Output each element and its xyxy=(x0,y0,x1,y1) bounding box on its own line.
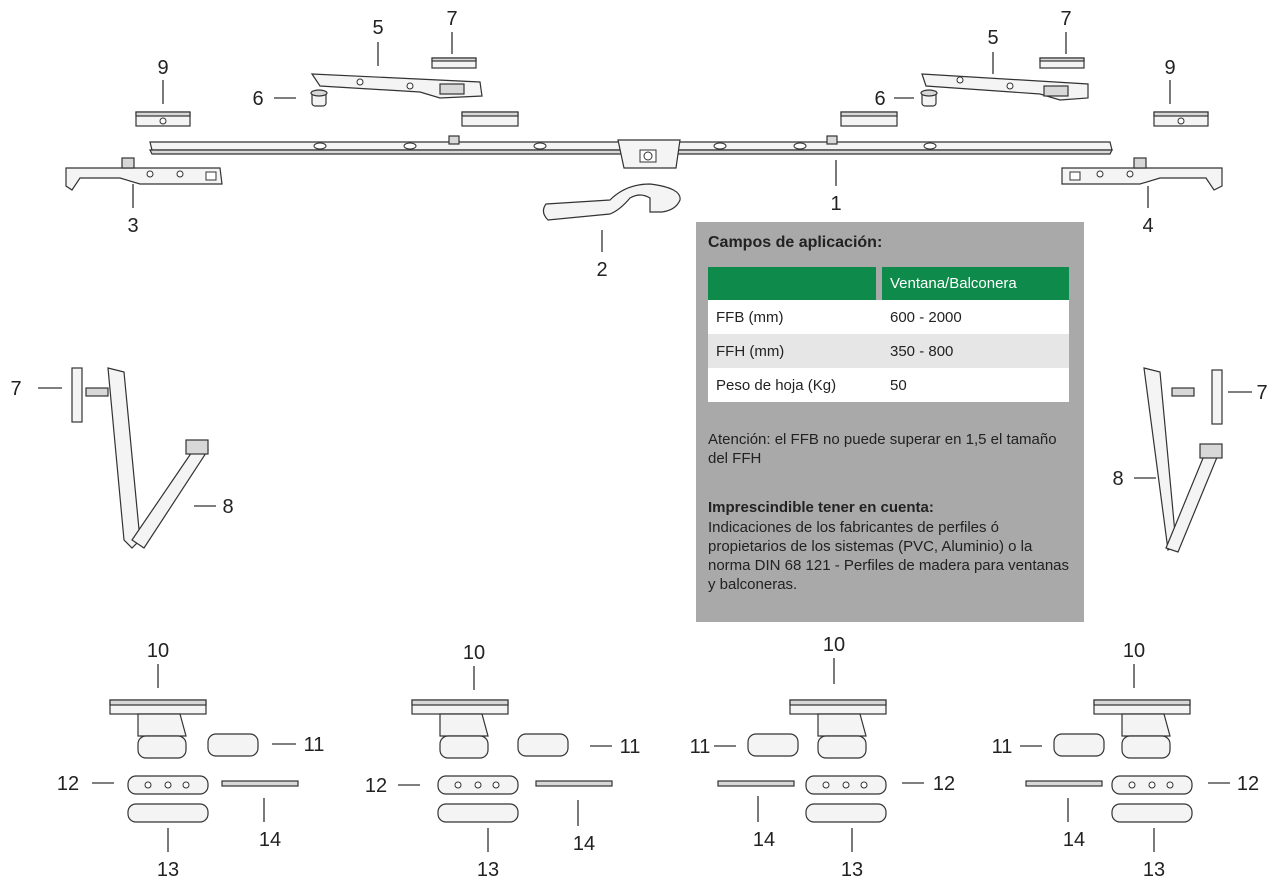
scissor-stay-right xyxy=(921,73,1089,101)
callout-9-right: 9 xyxy=(1164,57,1175,79)
keeper-right xyxy=(1153,111,1209,127)
callout-7-arm-right: 7 xyxy=(1256,382,1267,404)
espagnolette-bar xyxy=(149,135,1113,169)
callout-8-left: 8 xyxy=(222,496,233,518)
table-cell-label: FFH (mm) xyxy=(708,334,879,368)
callout-10: 10 xyxy=(823,634,845,656)
callout-13: 13 xyxy=(157,859,179,881)
stay-arm-left xyxy=(71,367,209,549)
callout-12: 12 xyxy=(933,773,955,795)
callout-10: 10 xyxy=(1123,640,1145,662)
callout-10: 10 xyxy=(463,642,485,664)
stay-arm-right xyxy=(1143,367,1223,553)
table-row: FFH (mm) 350 - 800 xyxy=(708,334,1069,368)
scissor-stay-left xyxy=(310,73,483,99)
keeper-center-right xyxy=(840,111,898,127)
table-header-cell: Ventana/Balconera xyxy=(876,267,1069,300)
callout-9-left: 9 xyxy=(157,57,168,79)
cam-right xyxy=(920,89,938,107)
table-cell-value: 50 xyxy=(879,368,1069,402)
panel-title: Campos de aplicación: xyxy=(708,234,883,251)
ffb-ffh-note: Atención: el FFB no puede superar en 1,5… xyxy=(708,431,1057,467)
callout-14: 14 xyxy=(573,833,595,855)
corner-drive-right xyxy=(1061,157,1223,191)
hinge-set-3 xyxy=(717,699,887,823)
cam-left xyxy=(310,89,328,107)
callout-12: 12 xyxy=(57,773,79,795)
table-cell-value: 350 - 800 xyxy=(879,334,1069,368)
callout-5-left: 5 xyxy=(372,17,383,39)
hinge-set-1 xyxy=(109,699,299,823)
keeper-center-left xyxy=(461,111,519,127)
requirement-title: Imprescindible tener en cuenta: xyxy=(708,499,934,516)
callout-12: 12 xyxy=(1237,773,1259,795)
callout-11: 11 xyxy=(620,736,641,758)
callout-1: 1 xyxy=(830,193,841,215)
callout-14: 14 xyxy=(753,829,775,851)
table-cell-value: 600 - 2000 xyxy=(879,300,1069,334)
callout-10: 10 xyxy=(147,640,169,662)
keeper-left xyxy=(135,111,191,127)
callout-13: 13 xyxy=(477,859,499,881)
stay-keeper-right xyxy=(1039,57,1085,69)
requirement-text: Indicaciones de los fabricantes de perfi… xyxy=(708,519,1070,593)
callout-6-left: 6 xyxy=(252,88,263,110)
table-cell-label: Peso de hoja (Kg) xyxy=(708,368,879,402)
callout-5-right: 5 xyxy=(987,27,998,49)
stay-keeper-left xyxy=(431,57,477,69)
table-cell-label: FFB (mm) xyxy=(708,300,879,334)
table-header-cell xyxy=(708,267,879,300)
callout-7-top-left: 7 xyxy=(446,8,457,30)
callout-14: 14 xyxy=(259,829,281,851)
callout-6-right: 6 xyxy=(874,88,885,110)
callout-12: 12 xyxy=(365,775,387,797)
callout-13: 13 xyxy=(1143,859,1165,881)
callout-2: 2 xyxy=(596,259,607,281)
table-row: FFB (mm) 600 - 2000 xyxy=(708,300,1069,334)
callout-13: 13 xyxy=(841,859,863,881)
table-row: Peso de hoja (Kg) 50 xyxy=(708,368,1069,402)
callout-4: 4 xyxy=(1142,215,1153,237)
table-header-row: Ventana/Balconera xyxy=(708,267,1069,300)
callout-8-right: 8 xyxy=(1112,468,1123,490)
callout-14: 14 xyxy=(1063,829,1085,851)
callout-11: 11 xyxy=(304,734,325,756)
application-info-panel: Campos de aplicación: Ventana/Balconera … xyxy=(696,222,1084,622)
callout-7-top-right: 7 xyxy=(1060,8,1071,30)
callout-7-arm-left: 7 xyxy=(10,378,21,400)
hinge-set-2 xyxy=(411,699,613,823)
spec-table: Ventana/Balconera FFB (mm) 600 - 2000 FF… xyxy=(708,267,1069,402)
corner-drive-left xyxy=(65,157,223,191)
callout-11: 11 xyxy=(992,736,1013,758)
window-handle xyxy=(542,183,681,221)
hinge-set-4 xyxy=(1025,699,1193,823)
callout-11: 11 xyxy=(690,736,711,758)
callout-3: 3 xyxy=(127,215,138,237)
